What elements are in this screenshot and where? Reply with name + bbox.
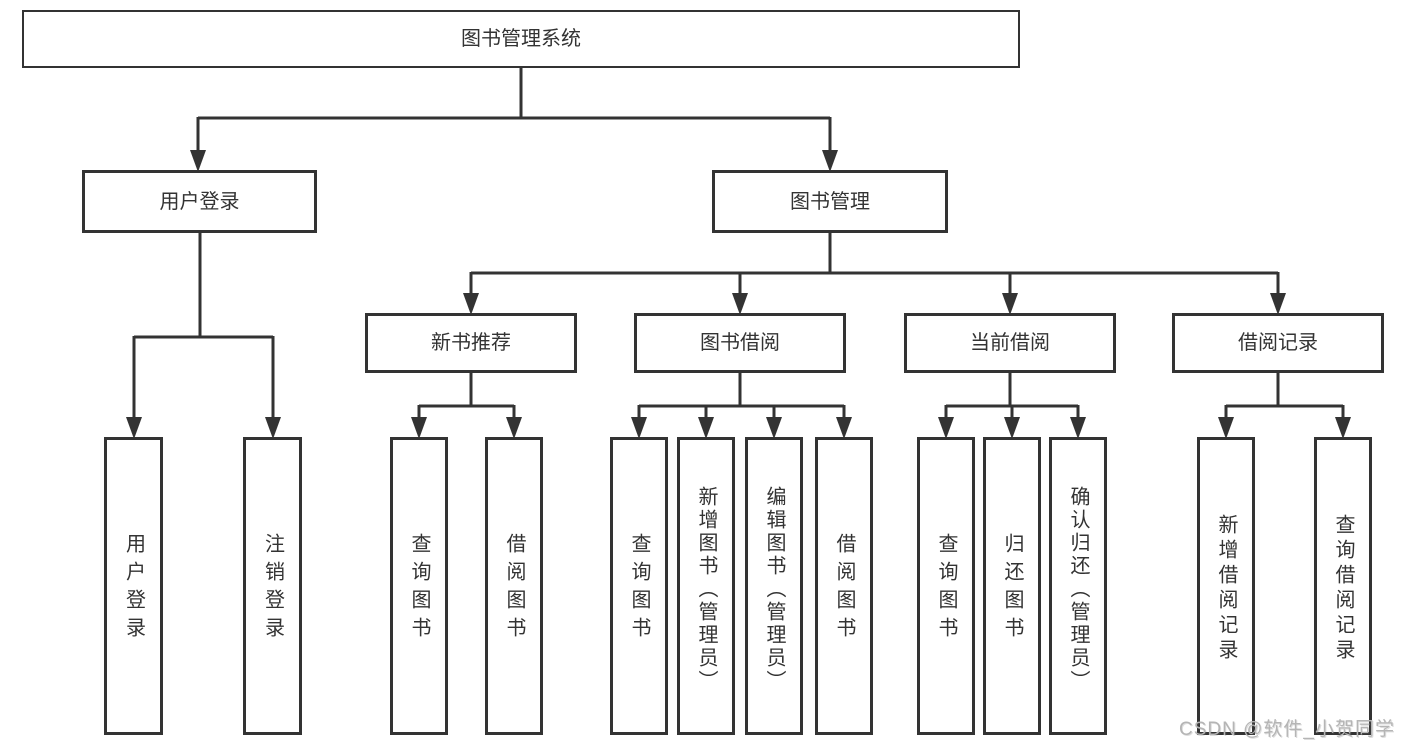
leaf-user-login-label: 用户登录 [122,533,145,645]
leaf-borrow-query-book-label: 查询图书 [628,533,650,645]
csdn-watermark: CSDN @软件_小贺同学 [1179,719,1395,740]
leaf-borrow-borrow-book: 借阅图书 [815,437,873,735]
leaf-newbooks-query-book-label: 查询图书 [408,533,430,645]
leaf-borrow-borrow-book-label: 借阅图书 [833,533,855,645]
leaf-records-query-record-label: 查询借阅记录 [1332,514,1354,664]
leaf-borrow-edit-book-admin-label: 编辑图书（管理员） [763,485,785,693]
leaf-user-login: 用户登录 [104,437,163,735]
leaf-current-confirm-return-admin: 确认归还（管理员） [1049,437,1107,735]
leaf-borrow-query-book: 查询图书 [610,437,668,735]
node-book-management: 图书管理 [712,170,948,233]
leaf-current-return-book: 归还图书 [983,437,1041,735]
leaf-current-query-book-label: 查询图书 [935,533,957,645]
node-current-borrow: 当前借阅 [904,313,1116,373]
leaf-logout-label: 注销登录 [261,533,284,645]
leaf-newbooks-borrow-book-label: 借阅图书 [503,533,525,645]
connector-userlogin-to-leaves [132,233,275,419]
connector-newbooks-to-leaves [417,373,516,419]
leaf-borrow-add-book-admin: 新增图书（管理员） [677,437,735,735]
connector-borrow-to-leaves [637,373,846,419]
leaf-borrow-add-book-admin-label: 新增图书（管理员） [695,485,717,693]
leaf-newbooks-borrow-book: 借阅图书 [485,437,543,735]
leaf-records-query-record: 查询借阅记录 [1314,437,1372,735]
leaf-current-return-book-label: 归还图书 [1001,533,1023,645]
node-new-book-recommend: 新书推荐 [365,313,577,373]
connector-records-to-leaves [1224,373,1345,419]
node-book-borrow: 图书借阅 [634,313,846,373]
leaf-logout: 注销登录 [243,437,302,735]
node-user-login: 用户登录 [82,170,317,233]
connector-current-to-leaves [944,373,1080,419]
leaf-current-confirm-return-admin-label: 确认归还（管理员） [1067,485,1089,693]
connector-bookmgmt-to-level3 [469,233,1280,295]
arrowheads [126,150,1351,439]
leaf-borrow-edit-book-admin: 编辑图书（管理员） [745,437,803,735]
node-root-library-management-system: 图书管理系统 [22,10,1020,68]
leaf-records-add-record: 新增借阅记录 [1197,437,1255,735]
leaf-newbooks-query-book: 查询图书 [390,437,448,735]
leaf-current-query-book: 查询图书 [917,437,975,735]
leaf-records-add-record-label: 新增借阅记录 [1215,514,1237,664]
node-borrow-records: 借阅记录 [1172,313,1384,373]
connector-root-to-level2 [196,68,832,152]
